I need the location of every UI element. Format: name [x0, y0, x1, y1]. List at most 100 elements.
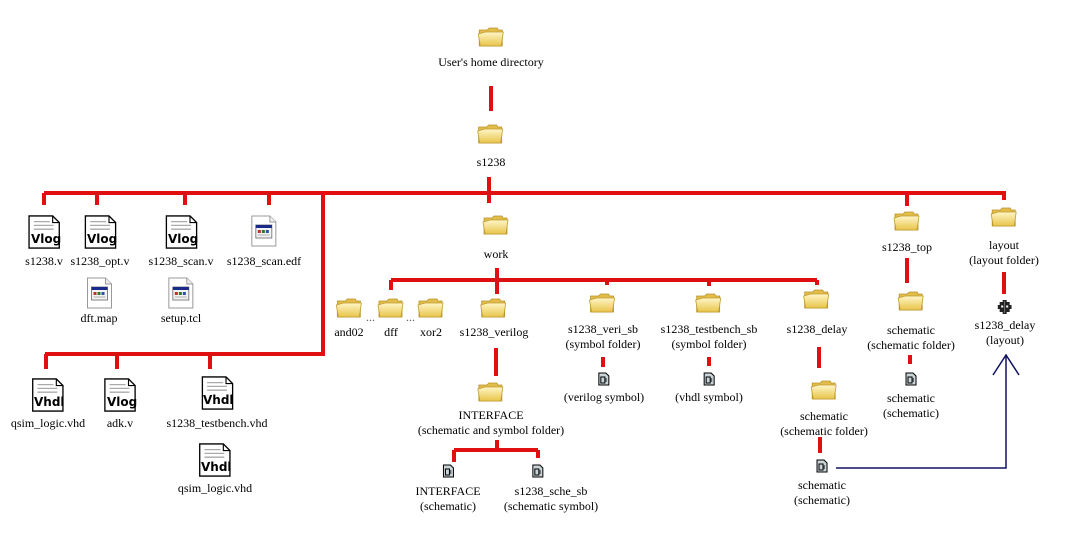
folder-label: s1238_top: [881, 240, 933, 254]
folder-icon: [477, 122, 505, 146]
file-label: adk.v: [106, 416, 134, 430]
file-label: s1238_delay: [974, 318, 1036, 332]
schematic-file-icon: [816, 459, 828, 473]
file-label: qsim_logic.vhd: [177, 481, 253, 495]
folder-icon: [480, 296, 508, 320]
cell-folder[interactable]: and02: [334, 296, 364, 340]
file-sublabel: (schematic): [883, 406, 939, 420]
folder-label: dff: [384, 325, 398, 339]
vlog-file-icon: Vlog: [27, 215, 61, 249]
symbol-folder[interactable]: s1238_veri_sb (symbol folder): [565, 291, 641, 352]
folder-icon: [482, 213, 510, 237]
folder-icon: [417, 296, 445, 320]
file-item[interactable]: s1238_scan.edf: [227, 215, 301, 269]
app-file-icon: [250, 215, 278, 247]
app-file-icon: [167, 277, 195, 309]
folder-sublabel: (symbol folder): [671, 337, 747, 351]
file-label: schematic: [798, 478, 846, 492]
schematic-file-icon: [442, 464, 454, 478]
vhdl-file-icon: Vhdl: [200, 376, 234, 410]
cell-folder[interactable]: s1238_delay: [786, 287, 848, 337]
project-folder[interactable]: s1238: [476, 122, 506, 170]
file-item[interactable]: Vlog s1238.v: [25, 215, 63, 269]
folder-label: schematic: [887, 323, 935, 337]
file-item[interactable]: dft.map: [81, 277, 118, 326]
folder-sublabel: (schematic folder): [867, 338, 955, 352]
arrow-head: [992, 353, 1020, 376]
folder-label: s1238_veri_sb: [567, 322, 638, 336]
folder-icon: [477, 25, 505, 49]
folder-sublabel: (symbol folder): [565, 337, 641, 351]
schematic-file[interactable]: INTERFACE (schematic): [415, 464, 481, 514]
root-folder[interactable]: User's home directory: [438, 25, 544, 70]
file-sublabel: (schematic): [794, 493, 850, 507]
schematic-file[interactable]: schematic (schematic): [883, 372, 939, 421]
vlog-file-icon: Vlog: [164, 215, 198, 249]
folder-label: layout: [988, 238, 1019, 252]
file-label: INTERFACE: [415, 484, 481, 498]
vlog-file-icon: Vlog: [103, 378, 137, 412]
ellipsis: ...: [366, 310, 375, 324]
schematic-symbol-file[interactable]: s1238_sche_sb (schematic symbol): [504, 464, 598, 514]
folder-sublabel: (schematic folder): [780, 424, 868, 438]
layout-cell-icon: [998, 300, 1012, 314]
file-item[interactable]: Vlog s1238_opt.v: [70, 215, 130, 269]
layout-folder[interactable]: layout (layout folder): [969, 205, 1039, 268]
schematic-file-icon: [905, 372, 917, 386]
cell-folder[interactable]: dff: [377, 296, 405, 340]
file-item[interactable]: Vhdl s1238_testbench.vhd: [167, 376, 268, 431]
file-label: s1238_testbench.vhd: [166, 416, 268, 430]
file-label: s1238_scan.edf: [226, 254, 302, 268]
vlog-file-icon: Vlog: [83, 215, 117, 249]
folder-icon: [477, 380, 505, 404]
schematic-file[interactable]: schematic (schematic): [794, 459, 850, 508]
layout-cell[interactable]: s1238_delay (layout): [974, 300, 1036, 348]
file-label: setup.tcl: [160, 311, 202, 325]
symbol-folder[interactable]: s1238_testbench_sb (symbol folder): [661, 291, 757, 352]
folder-label: work: [483, 247, 509, 261]
folder-icon: [695, 291, 723, 315]
file-label: dft.map: [80, 311, 118, 325]
folder-icon: [810, 378, 838, 402]
ellipsis: ...: [406, 310, 415, 324]
cell-folder[interactable]: s1238_verilog: [459, 296, 529, 340]
file-label: s1238_scan.v: [148, 254, 214, 268]
file-sublabel: (schematic): [420, 499, 476, 513]
file-sublabel: (layout): [986, 333, 1024, 347]
folder-icon: [897, 289, 925, 313]
folder-label: schematic: [800, 409, 848, 423]
cell-folder[interactable]: xor2: [417, 296, 445, 340]
file-item[interactable]: Vhdl qsim_logic.vhd: [11, 378, 85, 431]
schematic-file-icon: [598, 372, 610, 386]
file-item[interactable]: Vlog adk.v: [103, 378, 137, 431]
folder-icon: [893, 209, 921, 233]
folder-sublabel: (layout folder): [969, 253, 1039, 267]
file-item[interactable]: Vlog s1238_scan.v: [149, 215, 214, 269]
schematic-file-icon: [532, 464, 544, 478]
file-label: (vhdl symbol): [675, 390, 743, 404]
folder-icon: [589, 291, 617, 315]
work-folder[interactable]: work: [482, 213, 510, 262]
schematic-folder[interactable]: schematic (schematic folder): [867, 289, 955, 353]
symbol-file[interactable]: (verilog symbol): [564, 372, 644, 405]
vhdl-file-icon: Vhdl: [31, 378, 65, 412]
folder-label: xor2: [420, 325, 442, 339]
folder-icon: [990, 205, 1018, 229]
top-folder[interactable]: s1238_top: [882, 209, 932, 255]
file-label: schematic: [887, 391, 935, 405]
folder-label: User's home directory: [438, 55, 544, 69]
symbol-file[interactable]: (vhdl symbol): [675, 372, 743, 405]
file-item[interactable]: setup.tcl: [161, 277, 201, 326]
folder-icon: [803, 287, 831, 311]
file-label: qsim_logic.vhd: [10, 416, 86, 430]
interface-folder[interactable]: INTERFACE (schematic and symbol folder): [418, 380, 564, 438]
file-label: s1238_opt.v: [70, 254, 130, 268]
file-item[interactable]: Vhdl qsim_logic.vhd: [178, 443, 252, 496]
schematic-folder[interactable]: schematic (schematic folder): [780, 378, 868, 439]
folder-label: s1238_verilog: [459, 325, 529, 339]
folder-icon: [335, 296, 363, 320]
file-label: (verilog symbol): [563, 390, 645, 404]
folder-label: s1238_delay: [786, 322, 848, 336]
folder-label: s1238: [476, 155, 506, 169]
